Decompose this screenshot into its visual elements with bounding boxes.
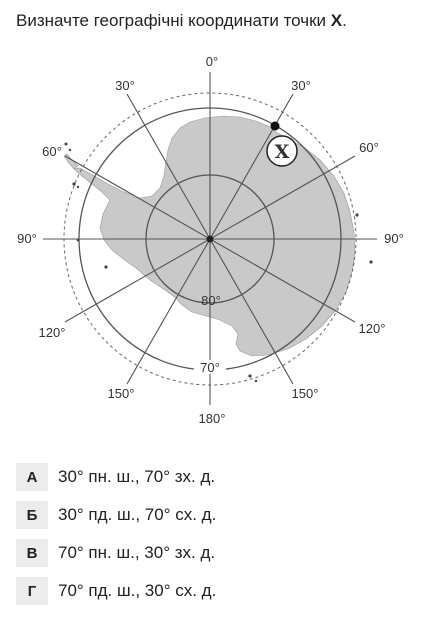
label-top-right-30: 30° bbox=[291, 78, 311, 93]
label-inner-80: 80° bbox=[201, 293, 221, 308]
south-pole-dot bbox=[206, 235, 214, 243]
answer-options: А 30° пн. ш., 70° зх. д. Б 30° пд. ш., 7… bbox=[16, 463, 426, 615]
label-left-120: 120° bbox=[39, 325, 66, 340]
label-left-60: 60° bbox=[42, 144, 62, 159]
option-text: 70° пн. ш., 30° зх. д. bbox=[58, 543, 216, 562]
label-top-0: 0° bbox=[206, 54, 218, 69]
point-x-label: X bbox=[275, 141, 290, 163]
question-prefix: Визначте географічні координати точки bbox=[16, 11, 331, 30]
question-suffix: . bbox=[342, 11, 347, 30]
option-text: 30° пд. ш., 70° сх. д. bbox=[58, 505, 217, 524]
label-outer-70: 70° bbox=[200, 360, 220, 375]
point-x-marker bbox=[270, 121, 280, 131]
label-bottom-right-150: 150° bbox=[292, 386, 319, 401]
option-letter: Г bbox=[16, 577, 48, 605]
option-letter: А bbox=[16, 463, 48, 491]
option-letter: Б bbox=[16, 501, 48, 529]
point-x-label-circle bbox=[266, 135, 298, 167]
option-letter: В bbox=[16, 539, 48, 567]
island-dots bbox=[64, 142, 373, 383]
label-left-90: 90° bbox=[17, 231, 37, 246]
option-b[interactable]: Б 30° пд. ш., 70° сх. д. bbox=[16, 501, 426, 529]
option-a[interactable]: А 30° пн. ш., 70° зх. д. bbox=[16, 463, 426, 491]
label-right-90: 90° bbox=[384, 231, 404, 246]
question-point-name: X bbox=[330, 11, 343, 30]
option-c[interactable]: В 70° пн. ш., 30° зх. д. bbox=[16, 539, 426, 567]
question-text: Визначте географічні координати точки X. bbox=[16, 9, 436, 33]
label-bottom-left-150: 150° bbox=[108, 386, 135, 401]
antarctica-polar-map: 0° 30° 30° 60° 60° 90° 90° 120° 120° 150… bbox=[17, 54, 404, 426]
label-right-60: 60° bbox=[359, 140, 379, 155]
label-top-left-30: 30° bbox=[115, 78, 135, 93]
label-bottom-180: 180° bbox=[199, 411, 226, 426]
option-text: 30° пн. ш., 70° зх. д. bbox=[58, 467, 216, 486]
option-text: 70° пд. ш., 30° сх. д. bbox=[58, 581, 217, 600]
option-d[interactable]: Г 70° пд. ш., 30° сх. д. bbox=[16, 577, 426, 605]
label-right-120: 120° bbox=[359, 321, 386, 336]
